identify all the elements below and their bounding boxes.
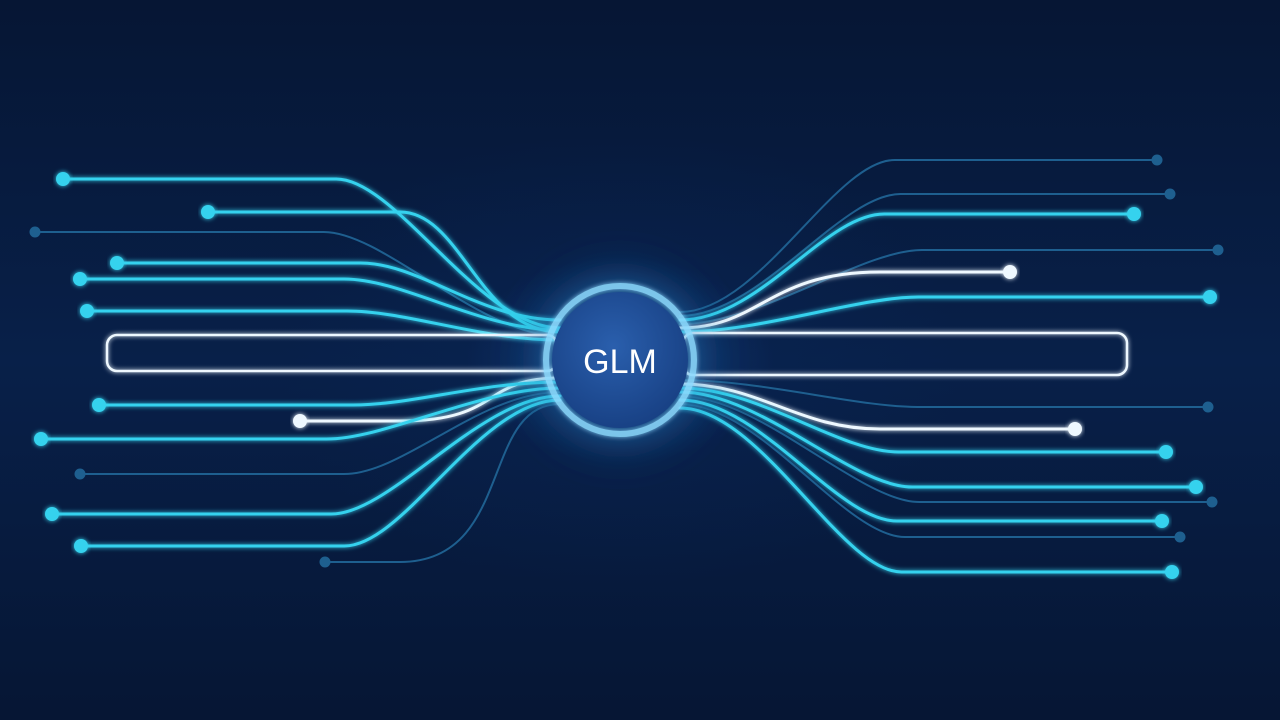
right-branch-endpoint (1203, 290, 1217, 304)
hub-node: GLM (510, 250, 730, 470)
right-branch-endpoint (1003, 265, 1017, 279)
right-branch-endpoint (1127, 207, 1141, 221)
right-branch-endpoint (1159, 445, 1173, 459)
right-branch-wire (678, 212, 1136, 322)
left-branch-wire (50, 394, 562, 516)
left-branch-wire (97, 380, 562, 407)
right-branch-endpoint (1189, 480, 1203, 494)
left-central-bar (105, 333, 559, 373)
right-branch-wire (678, 270, 1012, 330)
left-branch-endpoint (110, 256, 124, 270)
left-branch-endpoint (319, 556, 331, 568)
right-branch-endpoint (1164, 188, 1176, 200)
left-branch-endpoint (80, 304, 94, 318)
right-branches (678, 154, 1224, 579)
right-branch-endpoint (1212, 244, 1224, 256)
right-branch-endpoint (1174, 531, 1186, 543)
left-branch-endpoint (74, 468, 86, 480)
left-branch-endpoint (29, 226, 41, 238)
left-branch-endpoint (56, 172, 70, 186)
right-branch-wire (679, 403, 1181, 538)
right-branch-endpoint (1202, 401, 1214, 413)
right-branch-endpoint (1206, 496, 1218, 508)
hub-label: GLM (583, 343, 657, 381)
left-branch-endpoint (293, 414, 307, 428)
right-branch-endpoint (1068, 422, 1082, 436)
right-branch-wire (679, 379, 1209, 408)
left-branch-endpoint (201, 205, 215, 219)
hub-ring (543, 283, 697, 437)
right-branch-endpoint (1165, 565, 1179, 579)
left-branch-endpoint (74, 539, 88, 553)
right-branch-wire (678, 295, 1212, 334)
hub-core (552, 292, 688, 428)
right-branch-endpoint (1151, 154, 1163, 166)
left-branch-endpoint (45, 507, 59, 521)
left-branch-endpoint (73, 272, 87, 286)
left-branch-endpoint (34, 432, 48, 446)
right-branch-endpoint (1155, 514, 1169, 528)
left-branch-endpoint (92, 398, 106, 412)
left-branch-wire (324, 403, 561, 563)
right-central-bar (681, 331, 1129, 377)
